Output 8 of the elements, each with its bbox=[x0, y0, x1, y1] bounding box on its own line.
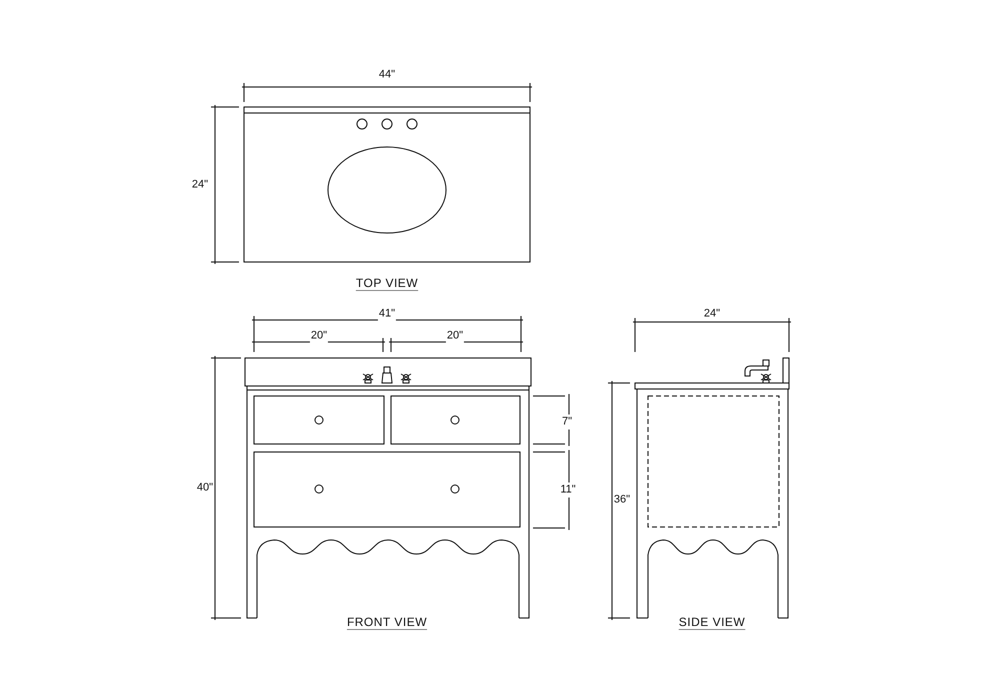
dimension-label: 7" bbox=[560, 414, 574, 430]
dimension-label: 11" bbox=[559, 482, 577, 498]
view-title: SIDE VIEW bbox=[678, 616, 746, 628]
view-title: TOP VIEW bbox=[356, 277, 418, 289]
dimension-label: 20" bbox=[310, 328, 328, 344]
dimension-label: 41" bbox=[378, 306, 396, 322]
dimension-label: 20" bbox=[446, 328, 464, 344]
view-title: FRONT VIEW bbox=[346, 616, 428, 628]
